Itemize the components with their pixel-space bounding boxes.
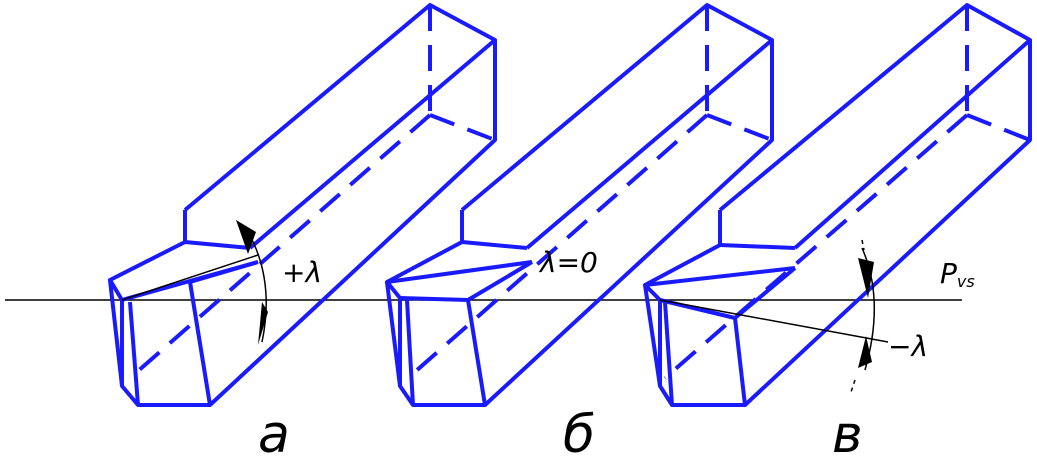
tool-a-rake-edge — [184, 240, 251, 250]
tool-b — [385, 3, 774, 407]
tool-c-hidden-edge-3 — [663, 113, 969, 380]
tool-a-hidden-edge-3 — [128, 113, 432, 380]
tool-a-base-left — [108, 279, 124, 387]
tool-b-flank-line — [405, 299, 415, 406]
tool-c-base-left — [643, 284, 662, 387]
panel-label-b: б — [563, 405, 595, 465]
tool-c-shank-top — [718, 3, 1032, 250]
tool-b-head-step — [385, 210, 464, 300]
plane-label-main: P — [940, 257, 957, 290]
angle-negative-label: −λ — [888, 330, 928, 363]
angle-positive-label: +λ — [282, 256, 322, 289]
panel-label-c: в — [832, 405, 863, 465]
tool-a — [108, 3, 497, 407]
tool-b-hidden-edge-3 — [406, 113, 709, 380]
tool-b-shank-side — [483, 40, 774, 407]
tool-b-hidden-edge-2 — [706, 113, 773, 142]
tool-a-edge-join — [189, 260, 259, 284]
tool-c-angle-annotation — [659, 239, 889, 396]
tool-b-shank-top — [460, 3, 774, 250]
tool-c-flank-line — [663, 301, 674, 406]
tool-a-hidden-edge-2 — [429, 113, 496, 142]
tool-c-head-step — [643, 210, 722, 302]
tool-a-shank-side — [208, 40, 497, 407]
tool-b-rake-edge — [461, 240, 528, 250]
tool-a-head-step — [108, 210, 187, 302]
tool-a-shank-top — [183, 3, 497, 250]
tool-b-cutting-edge — [399, 260, 534, 302]
tool-b-rake-edge-2 — [386, 260, 533, 284]
tool-c-hidden-edge-2 — [966, 113, 1031, 142]
tool-c — [643, 3, 1032, 407]
panel-label-a: а — [258, 405, 290, 465]
tool-b-base-left — [385, 281, 402, 387]
plane-label-sub: vs — [957, 272, 975, 291]
tool-a-angle-annotation — [121, 220, 268, 345]
tool-a-flank-line — [128, 301, 140, 406]
tool-c-rake-edge-2 — [644, 266, 796, 287]
tool-c-rake-edge — [719, 243, 796, 250]
angle-zero-label: λ=0 — [538, 246, 598, 279]
plane-label: Pvs — [940, 257, 975, 291]
tool-c-shank-side — [743, 40, 1032, 407]
